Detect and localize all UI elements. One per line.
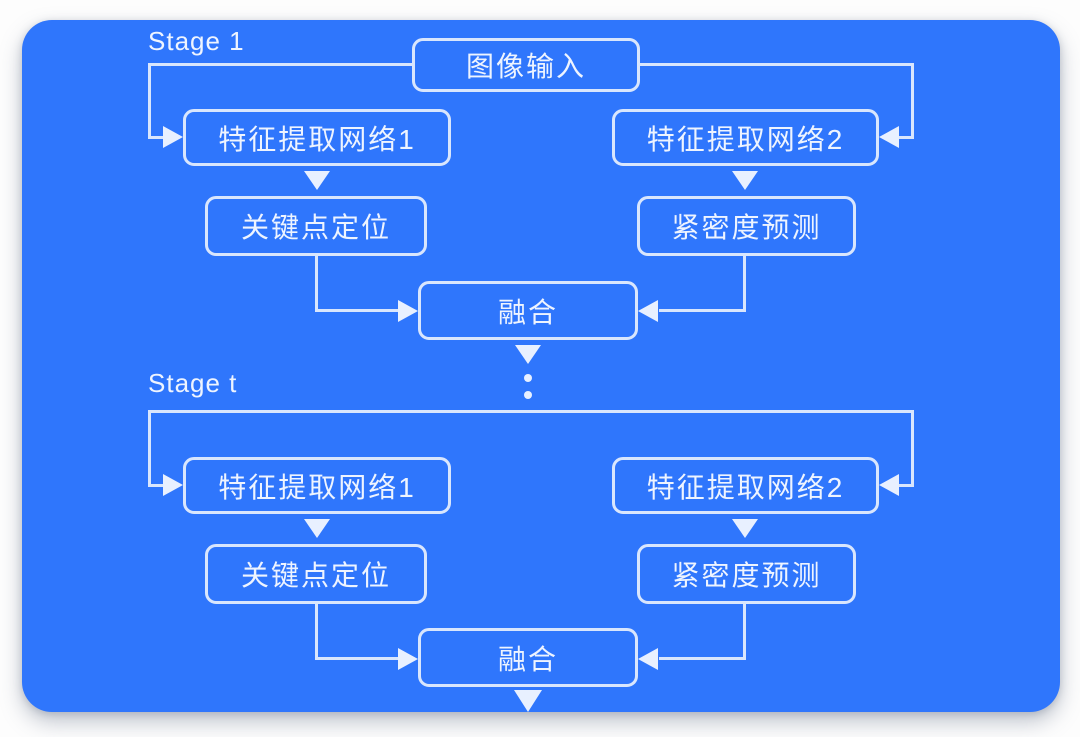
- arrowhead-into-fusion-left: [398, 300, 418, 322]
- node-compactness-prediction: 紧密度预测: [637, 196, 856, 256]
- edge-prev-distribution-hline: [148, 410, 914, 413]
- edge-density-to-fusion-vline: [743, 256, 746, 312]
- edge-prev-to-net2-stub: [894, 484, 914, 487]
- edge-keypoint-to-fusion-hline: [315, 657, 400, 660]
- node-fusion: 融合: [418, 281, 638, 340]
- stage-t-label: Stage t: [148, 368, 238, 398]
- arrow-fusion-to-next-stage: [515, 345, 541, 364]
- edge-input-to-net1-stub: [148, 136, 168, 139]
- edge-keypoint-to-fusion-hline: [315, 309, 400, 312]
- edge-density-to-fusion-vline: [743, 603, 746, 660]
- node-image-input: 图像输入: [412, 38, 640, 92]
- edge-input-to-net1-vline: [148, 63, 151, 138]
- edge-density-to-fusion-hline: [659, 657, 745, 660]
- arrowhead-into-fusion-right: [638, 648, 658, 670]
- node-compactness-prediction: 紧密度预测: [637, 544, 856, 604]
- node-keypoint-localization: 关键点定位: [205, 544, 427, 604]
- arrow-net2-to-density: [732, 519, 758, 538]
- node-feature-net-2: 特征提取网络2: [612, 109, 879, 166]
- edge-prev-to-net1-vline: [148, 410, 151, 486]
- edge-prev-to-net2-vline: [911, 410, 914, 486]
- arrow-net1-to-keypoint: [304, 171, 330, 190]
- stage-1-label: Stage 1: [148, 26, 245, 56]
- edge-input-to-net1-hline: [148, 63, 412, 66]
- edge-input-to-net2-hline: [640, 63, 914, 66]
- arrowhead-into-net1: [163, 474, 183, 496]
- edge-prev-to-net1-stub: [148, 484, 168, 487]
- node-keypoint-localization: 关键点定位: [205, 196, 427, 256]
- arrow-net1-to-keypoint: [304, 519, 330, 538]
- edge-density-to-fusion-hline: [659, 309, 745, 312]
- node-feature-net-2: 特征提取网络2: [612, 457, 879, 514]
- ellipsis-dot: [524, 391, 532, 399]
- arrowhead-into-net2: [879, 474, 899, 496]
- edge-keypoint-to-fusion-vline: [315, 256, 318, 312]
- arrow-net2-to-density: [732, 171, 758, 190]
- arrowhead-into-net1: [163, 126, 183, 148]
- edge-input-to-net2-vline: [911, 63, 914, 138]
- node-feature-net-1: 特征提取网络1: [183, 109, 451, 166]
- arrowhead-into-fusion-left: [398, 648, 418, 670]
- edge-keypoint-to-fusion-vline: [315, 604, 318, 660]
- arrowhead-into-fusion-right: [638, 300, 658, 322]
- node-feature-net-1: 特征提取网络1: [183, 457, 451, 514]
- arrowhead-into-net2: [879, 126, 899, 148]
- edge-input-to-net2-stub: [894, 136, 914, 139]
- ellipsis-dot: [524, 374, 532, 382]
- node-fusion: 融合: [418, 628, 638, 687]
- arrow-fusion-output: [514, 690, 542, 712]
- flowchart-panel: Stage 1 图像输入 特征提取网络1 特征提取网络2 关键点定位 紧密度预测…: [22, 20, 1060, 712]
